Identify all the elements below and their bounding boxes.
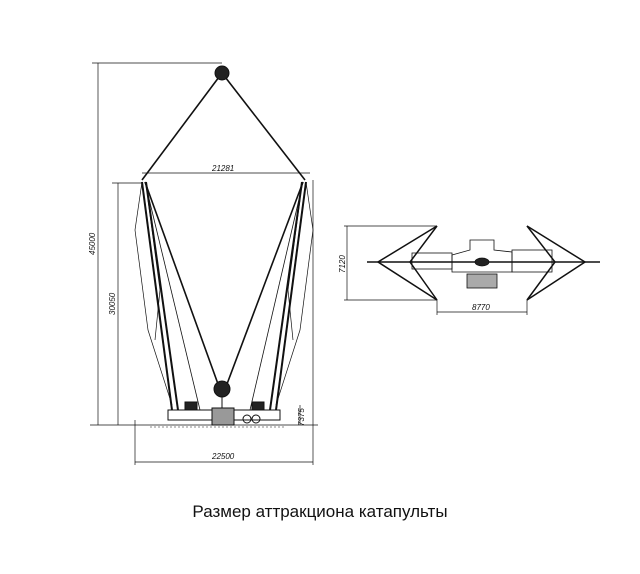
right-tower	[269, 181, 307, 411]
top-pulley	[214, 65, 230, 81]
dim-platform-height: 7375	[297, 408, 306, 426]
dim-width: 7120	[338, 255, 347, 273]
capsule	[213, 380, 231, 398]
cables	[141, 72, 306, 385]
side-view: 45000 30050 21281 22500 7375	[88, 62, 318, 465]
dim-length: 8770	[472, 303, 490, 312]
dimension-lines	[90, 62, 318, 465]
dim-base-width: 22500	[211, 452, 235, 461]
figure-caption: Размер аттракциона катапульты	[192, 502, 448, 521]
dim-tower-height: 30050	[108, 292, 117, 315]
dim-top-width: 21281	[211, 164, 234, 173]
trailer-base	[150, 401, 285, 428]
dim-total-height: 45000	[88, 232, 97, 255]
top-view: 7120 8770	[338, 225, 600, 315]
left-tower	[141, 181, 179, 411]
